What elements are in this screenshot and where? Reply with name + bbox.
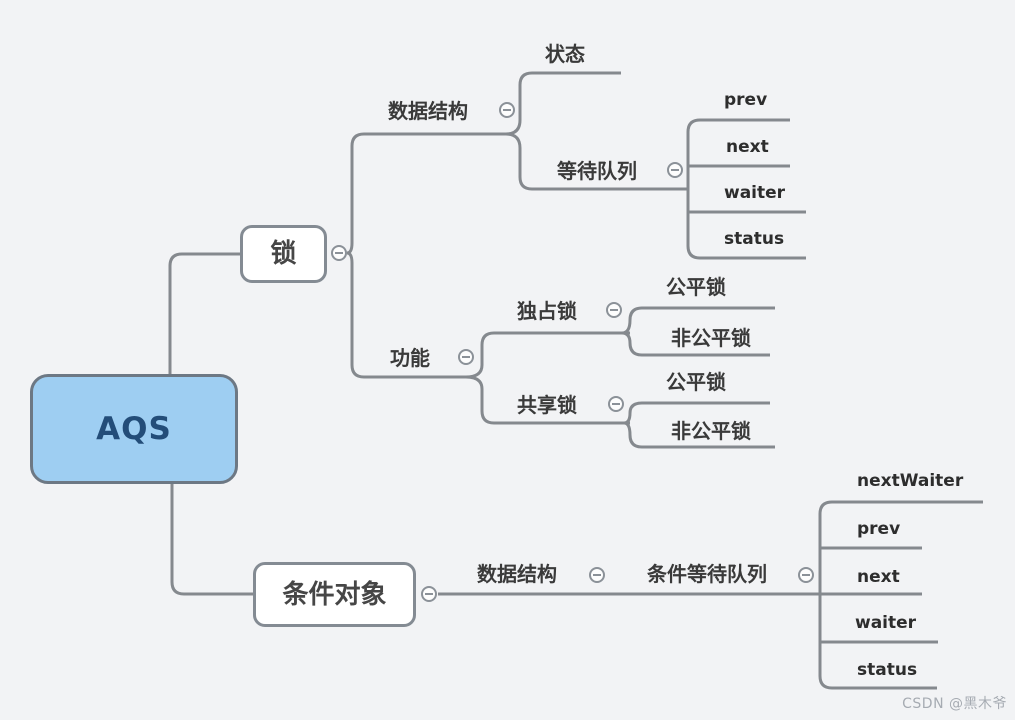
collapse-button-wait-queue minus-icon[interactable] — [667, 162, 683, 178]
connector-line — [465, 375, 630, 425]
node-state[interactable]: 状态 — [545, 42, 585, 66]
collapse-button-condition-wait-queue minus-icon[interactable] — [798, 567, 814, 583]
collapse-button-shared-lock minus-icon[interactable] — [608, 396, 624, 412]
node-condition-wait-queue[interactable]: 条件等待队列 — [647, 562, 767, 586]
collapse-button-lock minus-icon[interactable] — [331, 245, 347, 261]
node-cq-next[interactable]: next — [857, 567, 900, 587]
connector-line — [623, 421, 775, 449]
connector-line — [168, 252, 240, 376]
csdn-watermark: CSDN @黑木爷 — [902, 696, 1007, 712]
node-lock[interactable]: 锁 — [240, 225, 327, 283]
node-cq-waiter[interactable]: waiter — [855, 613, 917, 633]
node-shared-fair-lock[interactable]: 公平锁 — [666, 370, 726, 394]
node-wq-next[interactable]: next — [726, 137, 769, 157]
node-cq-prev[interactable]: prev — [857, 519, 901, 539]
connector-line — [623, 401, 770, 425]
collapse-button-exclusive-lock minus-icon[interactable] — [606, 302, 622, 318]
connector-line — [621, 306, 775, 335]
node-wq-waiter[interactable]: waiter — [724, 183, 786, 203]
collapse-button-condition-object minus-icon[interactable] — [421, 586, 437, 602]
node-exclusive-lock[interactable]: 独占锁 — [517, 299, 577, 323]
node-wq-status[interactable]: status — [724, 229, 785, 249]
collapse-button-function minus-icon[interactable] — [458, 349, 474, 365]
node-cq-next-waiter[interactable]: nextWaiter — [857, 471, 964, 491]
node-wq-prev[interactable]: prev — [724, 90, 768, 110]
node-exclusive-fair-lock[interactable]: 公平锁 — [666, 275, 726, 299]
node-shared-lock[interactable]: 共享锁 — [517, 393, 577, 417]
node-function[interactable]: 功能 — [390, 346, 430, 370]
connector-line — [621, 331, 770, 357]
connector-line — [465, 331, 630, 379]
connector-line — [686, 118, 806, 260]
node-data-structure[interactable]: 数据结构 — [388, 99, 468, 123]
node-condition-object[interactable]: 条件对象 — [253, 562, 416, 627]
collapse-button-data-structure minus-icon[interactable] — [499, 102, 515, 118]
node-wait-queue[interactable]: 等待队列 — [557, 159, 637, 183]
node-cond-data-structure[interactable]: 数据结构 — [477, 562, 557, 586]
node-aqs-root-label: AQS — [96, 410, 172, 447]
node-aqs-root[interactable]: AQS — [30, 374, 238, 484]
node-cq-status[interactable]: status — [857, 660, 918, 680]
node-lock-label: 锁 — [270, 239, 297, 269]
node-shared-unfair-lock[interactable]: 非公平锁 — [671, 419, 751, 443]
connector-line — [170, 484, 254, 596]
connector-line — [498, 132, 688, 191]
node-exclusive-unfair-lock[interactable]: 非公平锁 — [671, 326, 751, 350]
connector-line — [818, 500, 983, 690]
connector-line — [346, 251, 470, 379]
collapse-button-cond-data-structure minus-icon[interactable] — [589, 567, 605, 583]
node-condition-object-label: 条件对象 — [282, 579, 387, 610]
